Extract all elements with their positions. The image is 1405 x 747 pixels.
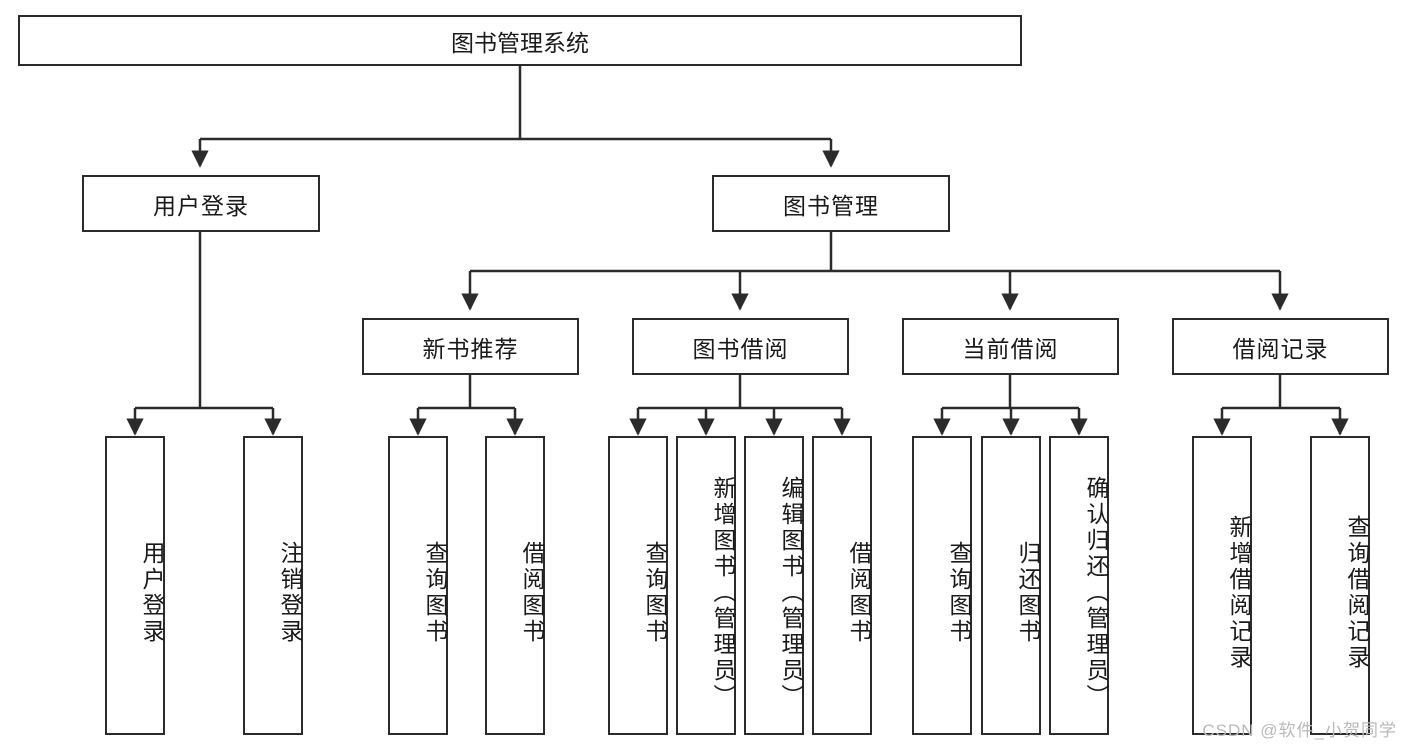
node-root-system[interactable]: 图书管理系统 [18,15,1022,66]
node-label: 借阅记录 [1232,335,1329,362]
node-user-login[interactable]: 用户登录 [82,175,320,232]
node-label: 图书管理系统 [451,29,589,56]
node-label: 新书推荐 [422,335,519,362]
node-label: 图书借阅 [692,335,789,362]
node-label: 新增图书（管理员） [710,475,736,710]
node-label: 查询图书 [642,540,668,645]
leaf-return-book[interactable]: 归还图书 [981,436,1041,735]
node-label: 确认归还（管理员） [1083,475,1109,710]
leaf-borrow-book-new[interactable]: 借阅图书 [485,436,545,735]
node-label: 图书管理 [783,192,879,219]
node-label: 查询借阅记录 [1344,514,1370,671]
node-borrow-record[interactable]: 借阅记录 [1172,318,1389,375]
leaf-confirm-return-admin[interactable]: 确认归还（管理员） [1049,436,1109,735]
node-new-book-recommend[interactable]: 新书推荐 [362,318,579,375]
node-label: 借阅图书 [519,540,545,645]
node-label: 用户登录 [153,192,249,219]
leaf-query-book[interactable]: 查询图书 [608,436,668,735]
leaf-user-login[interactable]: 用户登录 [105,436,165,735]
node-label: 查询图书 [422,540,448,645]
leaf-add-book-admin[interactable]: 新增图书（管理员） [676,436,736,735]
leaf-logout[interactable]: 注销登录 [243,436,303,735]
leaf-query-book-current[interactable]: 查询图书 [912,436,972,735]
leaf-borrow-book[interactable]: 借阅图书 [812,436,872,735]
node-current-borrow[interactable]: 当前借阅 [902,318,1119,375]
node-label: 新增借阅记录 [1226,514,1252,671]
leaf-add-borrow-record[interactable]: 新增借阅记录 [1192,436,1252,735]
node-label: 借阅图书 [846,540,872,645]
node-label: 注销登录 [277,540,303,645]
watermark: CSDN @软件_小贺同学 [1202,721,1397,740]
leaf-edit-book-admin[interactable]: 编辑图书（管理员） [744,436,804,735]
leaf-query-book-new[interactable]: 查询图书 [388,436,448,735]
node-label: 用户登录 [139,540,165,645]
node-label: 归还图书 [1015,540,1041,645]
leaf-query-borrow-record[interactable]: 查询借阅记录 [1310,436,1370,735]
node-label: 编辑图书（管理员） [778,475,804,710]
node-book-borrow[interactable]: 图书借阅 [632,318,849,375]
node-label: 查询图书 [946,540,972,645]
node-book-management[interactable]: 图书管理 [712,175,950,232]
node-label: 当前借阅 [962,335,1059,362]
